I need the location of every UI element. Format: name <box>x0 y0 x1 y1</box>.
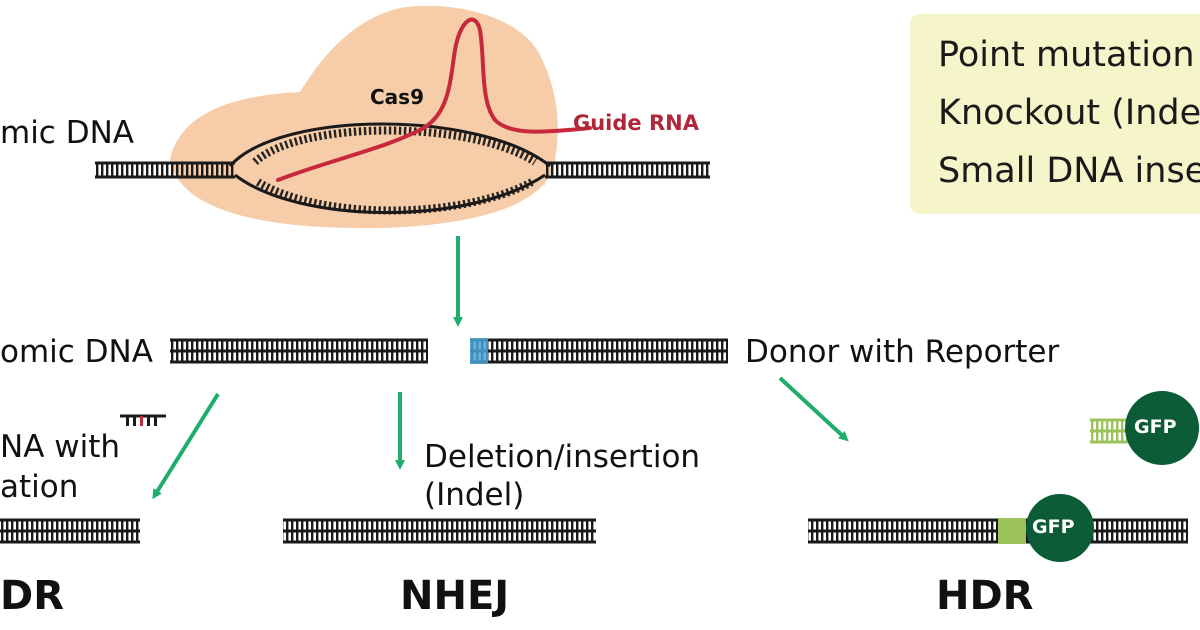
donor-oligo <box>120 414 166 426</box>
outcome-left-heading: DR <box>0 573 65 619</box>
arrow-to-left <box>152 392 220 500</box>
donor-template <box>1090 391 1199 465</box>
genomic-dna-cut-left <box>170 338 428 364</box>
result-dna-nhej <box>283 518 596 544</box>
cas9-label: Cas9 <box>370 85 424 109</box>
genomic-dna-mid-label: omic DNA <box>0 334 153 370</box>
gfp-result-label: GFP <box>1032 516 1075 538</box>
genomic-dna-top-label: mic DNA <box>0 115 134 151</box>
donor-oligo-label-line2: ation <box>0 469 79 505</box>
arrow-to-hdr <box>778 376 849 442</box>
application-point-mutation: Point mutation <box>938 35 1195 75</box>
genomic-dna-top <box>95 122 710 215</box>
gfp-donor-label: GFP <box>1134 416 1177 438</box>
outcome-hdr-heading: HDR <box>936 573 1034 619</box>
homology-arm-insert <box>998 518 1026 544</box>
genomic-dna-cut-right <box>470 338 728 364</box>
applications-box <box>910 14 1200 214</box>
guide-rna-strand <box>276 17 592 182</box>
outcome-nhej-heading: NHEJ <box>400 573 510 619</box>
application-knockout: Knockout (Inde <box>938 93 1200 133</box>
gfp-donor-marker <box>1125 391 1199 465</box>
guide-rna-label: Guide RNA <box>573 111 699 135</box>
result-dna-left <box>0 518 140 544</box>
result-dna-hdr <box>808 494 1188 562</box>
process-arrows <box>152 236 849 500</box>
gfp-result-marker <box>1026 494 1094 562</box>
donor-label: Donor with Reporter <box>745 334 1060 370</box>
cut-end-marker <box>470 338 488 364</box>
donor-oligo-label-line1: NA with <box>0 429 121 465</box>
indel-label-line1: Deletion/insertion <box>424 439 701 475</box>
application-small-insertion: Small DNA inse <box>938 151 1200 191</box>
indel-label-line2: (Indel) <box>424 477 525 513</box>
